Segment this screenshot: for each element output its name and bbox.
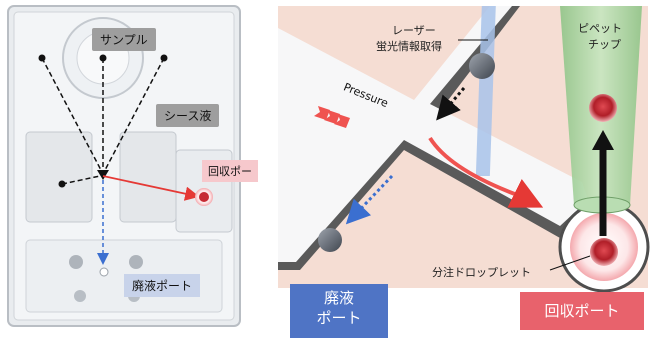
channel-illustration bbox=[278, 6, 650, 293]
recovery-port-label-left: 回収ポー bbox=[202, 160, 258, 182]
sample-label: サンプル bbox=[92, 28, 156, 51]
cartridge-photo bbox=[7, 5, 241, 327]
recovery-port-box: 回収ポート bbox=[520, 292, 644, 330]
laser-label: レーザー bbox=[392, 24, 436, 37]
droplet-label: 分注ドロップレット bbox=[432, 266, 531, 279]
waste-port-label-left: 廃液ポート bbox=[124, 274, 201, 297]
sheath-fluid-label: シース液 bbox=[156, 104, 220, 127]
fluorescence-label: 蛍光情報取得 bbox=[376, 40, 442, 53]
waste-port-box: 廃液 ポート bbox=[290, 284, 388, 338]
waste-port-line1: 廃液 bbox=[323, 289, 354, 307]
tip-label: チップ bbox=[588, 38, 621, 51]
pipette-label: ピペット bbox=[578, 22, 622, 35]
waste-port-line2: ポート bbox=[316, 309, 362, 327]
